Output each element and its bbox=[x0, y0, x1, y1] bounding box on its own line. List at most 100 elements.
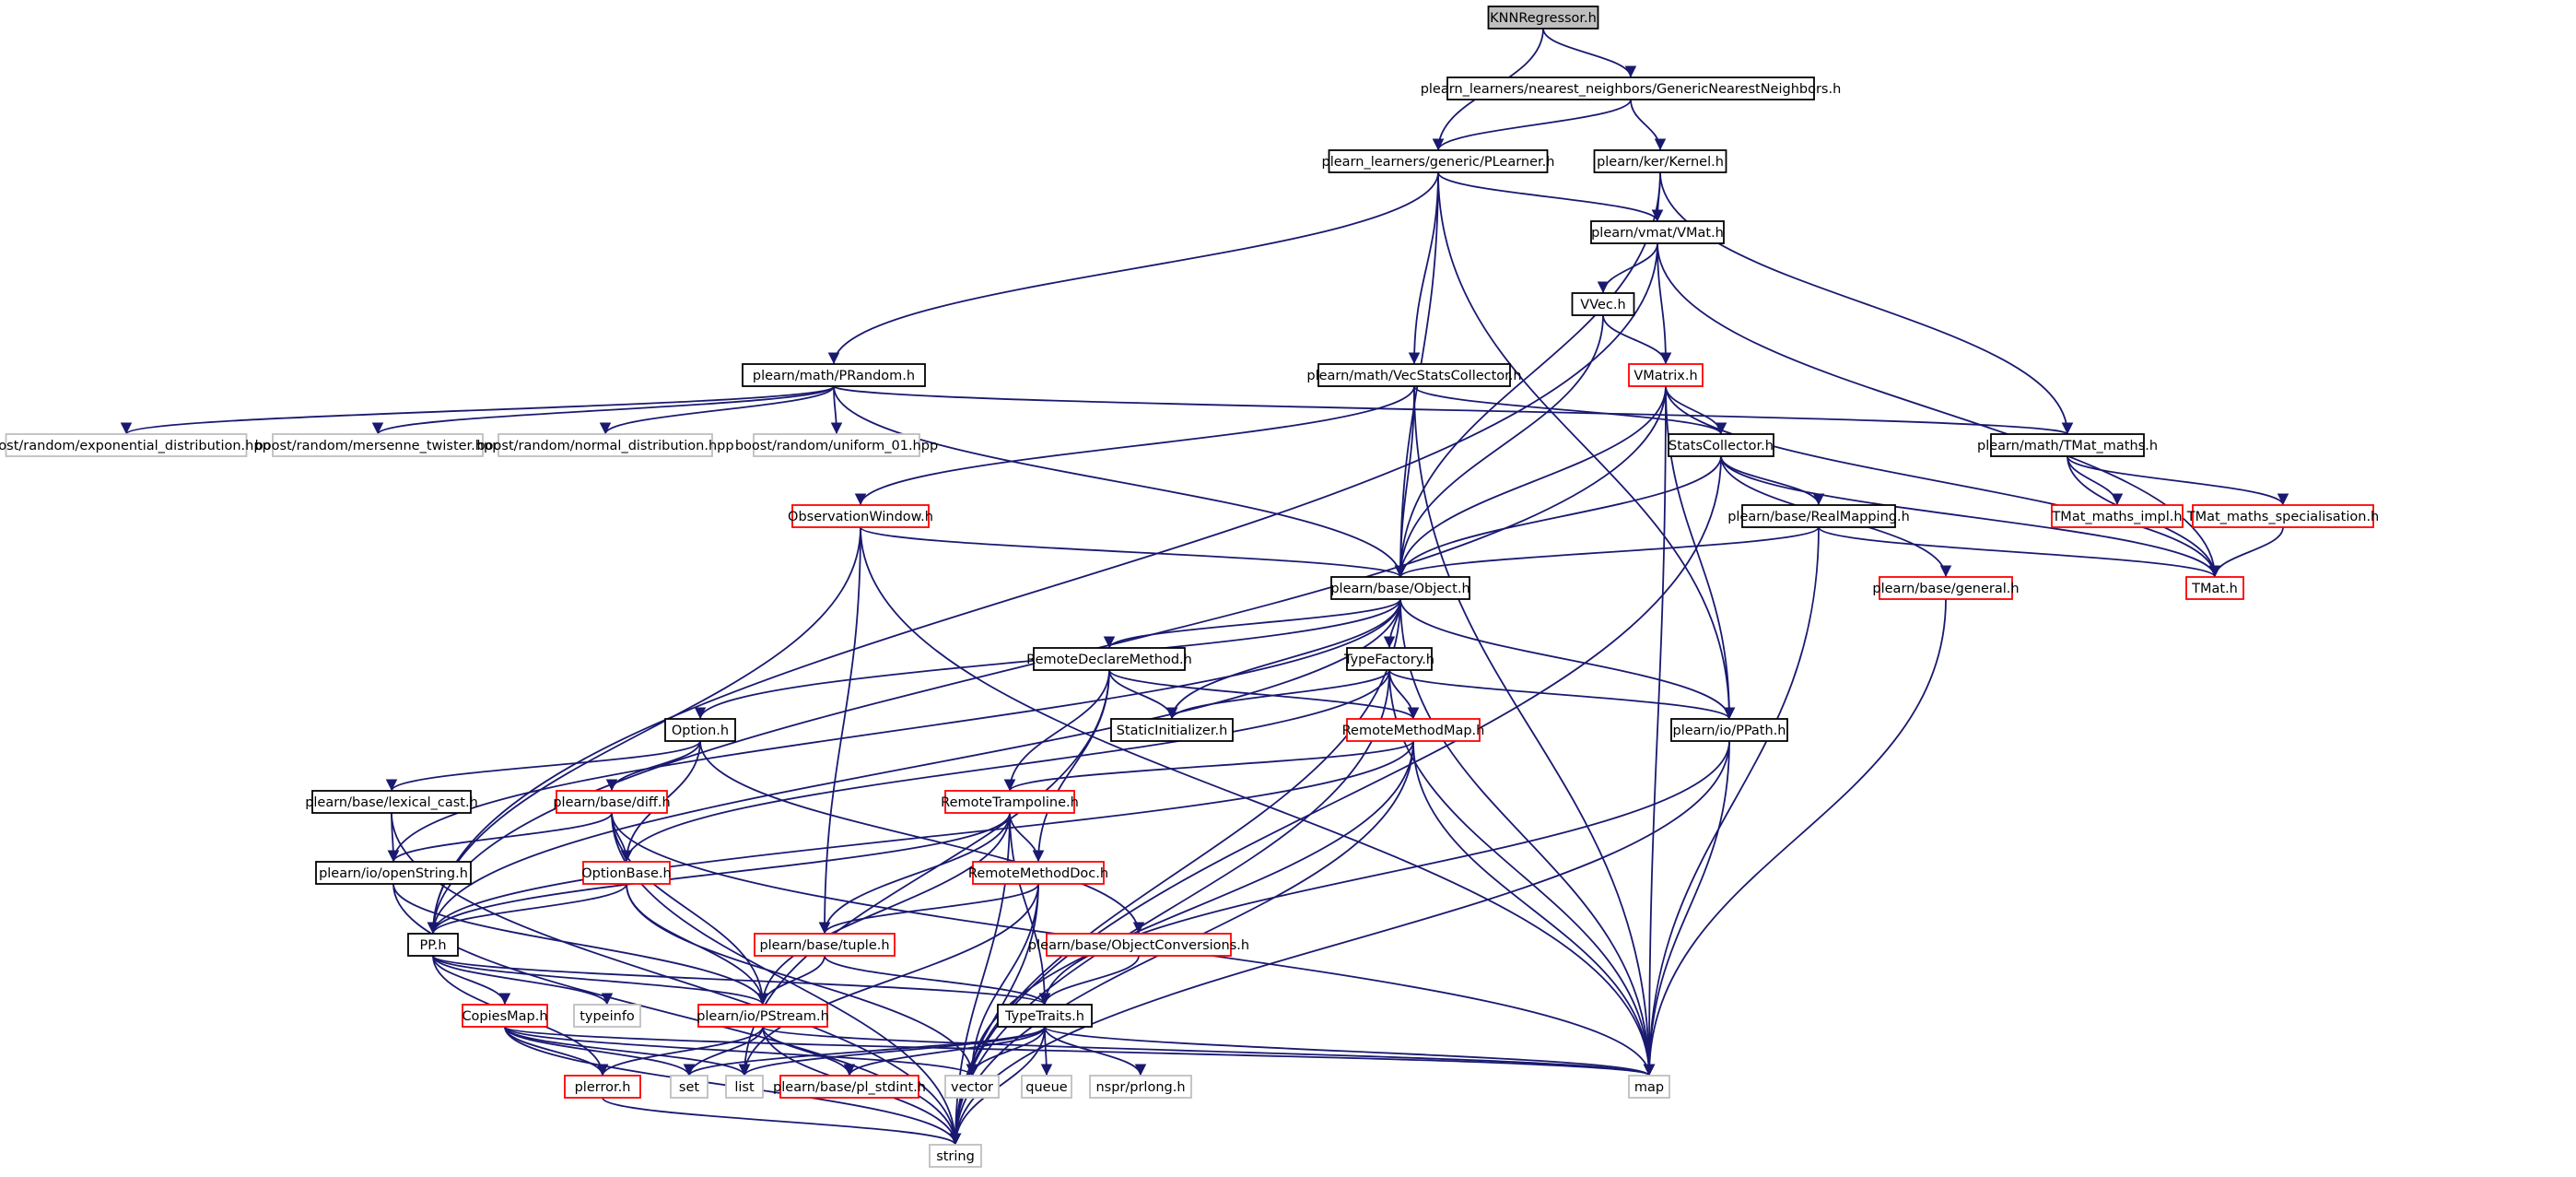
node-label-tmatmaths: plearn/math/TMat_maths.h bbox=[1977, 439, 2158, 453]
node-label-b_uni: boost/random/uniform_01.hpp bbox=[735, 439, 938, 453]
node-prandom[interactable]: plearn/math/PRandom.h bbox=[742, 363, 926, 387]
node-vecstats[interactable]: plearn/math/VecStatsCollector.h bbox=[1306, 363, 1522, 387]
node-tuple[interactable]: plearn/base/tuple.h bbox=[754, 933, 896, 957]
node-set: set bbox=[670, 1075, 708, 1099]
node-box-plearner bbox=[1328, 149, 1549, 173]
node-typeinfo: typeinfo bbox=[573, 1004, 641, 1028]
node-box-knn bbox=[1487, 6, 1599, 29]
node-optionbase[interactable]: OptionBase.h bbox=[581, 861, 672, 885]
node-plerror[interactable]: plerror.h bbox=[564, 1075, 641, 1099]
node-kernel[interactable]: plearn/ker/Kernel.h bbox=[1593, 149, 1727, 173]
node-box-pstream bbox=[697, 1004, 828, 1028]
node-label-pp: PP.h bbox=[419, 938, 446, 953]
node-box-prandom bbox=[742, 363, 926, 387]
node-label-vmatrix: VMatrix.h bbox=[1633, 369, 1697, 383]
node-knn[interactable]: KNNRegressor.h bbox=[1487, 6, 1599, 29]
node-box-optionbase bbox=[582, 861, 671, 885]
node-trampoline[interactable]: RemoteTrampoline.h bbox=[941, 790, 1079, 814]
node-box-object bbox=[1330, 576, 1470, 600]
node-rmm[interactable]: RemoteMethodMap.h bbox=[1342, 718, 1485, 742]
node-diff[interactable]: plearn/base/diff.h bbox=[553, 790, 671, 814]
node-label-obswin: ObservationWindow.h bbox=[788, 510, 933, 524]
node-box-vector bbox=[944, 1075, 1000, 1099]
node-prlong: nspr/prlong.h bbox=[1089, 1075, 1192, 1099]
node-label-knn: KNNRegressor.h bbox=[1490, 11, 1597, 26]
node-label-list: list bbox=[734, 1080, 755, 1095]
node-tmimpl[interactable]: TMat_maths_impl.h bbox=[2051, 504, 2184, 528]
node-rmdoc[interactable]: RemoteMethodDoc.h bbox=[968, 861, 1108, 885]
node-label-tmimpl: TMat_maths_impl.h bbox=[2051, 510, 2182, 524]
node-label-typefactory: TypeFactory.h bbox=[1343, 653, 1434, 667]
node-label-general: plearn/base/general.h bbox=[1872, 582, 2019, 596]
node-box-b_exp bbox=[5, 433, 248, 457]
node-label-b_exp: boost/random/exponential_distribution.hp… bbox=[0, 439, 271, 453]
node-gnn[interactable]: plearn_learners/nearest_neighbors/Generi… bbox=[1421, 77, 1842, 100]
edge-plearner-to-vecstats bbox=[1408, 171, 1439, 365]
edge-statscol-to-realmap bbox=[1720, 455, 1825, 506]
node-vvec[interactable]: VVec.h bbox=[1571, 292, 1635, 316]
node-openstring[interactable]: plearn/io/openString.h bbox=[315, 861, 472, 885]
node-vmat[interactable]: plearn/vmat/VMat.h bbox=[1590, 220, 1725, 244]
edge-rmdoc-to-string bbox=[949, 883, 1039, 1146]
edge-tmatmaths-to-tmimpl bbox=[2067, 455, 2124, 506]
node-label-vvec: VVec.h bbox=[1580, 298, 1625, 312]
node-box-typefactory bbox=[1346, 647, 1433, 671]
edge-obswin-to-map bbox=[860, 526, 1656, 1077]
node-plearner[interactable]: plearn_learners/generic/PLearner.h bbox=[1322, 149, 1555, 173]
node-label-set: set bbox=[679, 1080, 699, 1095]
node-pstream[interactable]: plearn/io/PStream.h bbox=[697, 1004, 829, 1028]
node-stdint[interactable]: plearn/base/pl_stdint.h bbox=[773, 1075, 926, 1099]
node-tmspec[interactable]: TMat_maths_specialisation.h bbox=[2186, 504, 2380, 528]
node-ppath[interactable]: plearn/io/PPath.h bbox=[1670, 718, 1788, 742]
node-label-objconv: plearn/base/ObjectConversions.h bbox=[1028, 938, 1249, 953]
edge-object-to-staticinit bbox=[1165, 598, 1401, 720]
node-label-vmat: plearn/vmat/VMat.h bbox=[1591, 226, 1724, 241]
edge-prandom-to-b_exp bbox=[121, 385, 835, 435]
node-lexcast[interactable]: plearn/base/lexical_cast.h bbox=[305, 790, 478, 814]
node-copiesmap[interactable]: CopiesMap.h bbox=[462, 1004, 548, 1028]
node-box-vecstats bbox=[1317, 363, 1511, 387]
node-label-b_norm: boost/random/normal_distribution.hpp bbox=[476, 439, 733, 453]
node-label-rdm: RemoteDeclareMethod.h bbox=[1026, 653, 1192, 667]
edge-vecstats-to-statscol bbox=[1413, 385, 1727, 435]
node-pp[interactable]: PP.h bbox=[407, 933, 459, 957]
node-realmap[interactable]: plearn/base/RealMapping.h bbox=[1727, 504, 1910, 528]
node-box-ppath bbox=[1670, 718, 1788, 742]
node-objconv[interactable]: plearn/base/ObjectConversions.h bbox=[1028, 933, 1249, 957]
node-tmat[interactable]: TMat.h bbox=[2185, 576, 2244, 600]
node-map: map bbox=[1628, 1075, 1670, 1099]
node-obswin[interactable]: ObservationWindow.h bbox=[788, 504, 933, 528]
node-box-b_norm bbox=[498, 433, 713, 457]
node-typetraits[interactable]: TypeTraits.h bbox=[997, 1004, 1093, 1028]
node-rdm[interactable]: RemoteDeclareMethod.h bbox=[1026, 647, 1192, 671]
node-box-objconv bbox=[1046, 933, 1232, 957]
node-box-rmm bbox=[1346, 718, 1481, 742]
node-staticinit[interactable]: StaticInitializer.h bbox=[1110, 718, 1234, 742]
node-b_uni: boost/random/uniform_01.hpp bbox=[735, 433, 938, 457]
node-box-lexcast bbox=[311, 790, 472, 814]
node-label-queue: queue bbox=[1025, 1080, 1068, 1095]
node-object[interactable]: plearn/base/Object.h bbox=[1330, 576, 1470, 600]
node-typefactory[interactable]: TypeFactory.h bbox=[1343, 647, 1434, 671]
edge-option-to-lexcast bbox=[385, 740, 701, 792]
node-option[interactable]: Option.h bbox=[664, 718, 736, 742]
node-box-tmimpl bbox=[2051, 504, 2184, 528]
edge-vmat-to-pp bbox=[427, 242, 1658, 935]
node-label-object: plearn/base/Object.h bbox=[1330, 582, 1469, 596]
node-box-gnn bbox=[1446, 77, 1815, 100]
edge-option-to-diff bbox=[605, 740, 701, 792]
node-label-option: Option.h bbox=[672, 724, 729, 738]
edge-object-to-pp bbox=[427, 598, 1401, 935]
edge-ppath-to-string bbox=[949, 740, 1730, 1146]
node-general[interactable]: plearn/base/general.h bbox=[1872, 576, 2020, 600]
node-statscol[interactable]: StatsCollector.h bbox=[1668, 433, 1774, 457]
node-box-vmat bbox=[1590, 220, 1725, 244]
node-vmatrix[interactable]: VMatrix.h bbox=[1628, 363, 1704, 387]
node-box-rmdoc bbox=[972, 861, 1105, 885]
node-b_norm: boost/random/normal_distribution.hpp bbox=[476, 433, 734, 457]
edge-diff-to-pstream bbox=[611, 812, 769, 1006]
node-label-trampoline: RemoteTrampoline.h bbox=[941, 795, 1079, 810]
node-tmatmaths[interactable]: plearn/math/TMat_maths.h bbox=[1977, 433, 2158, 457]
node-box-typetraits bbox=[997, 1004, 1093, 1028]
edge-typetraits-to-vector bbox=[966, 1026, 1046, 1077]
